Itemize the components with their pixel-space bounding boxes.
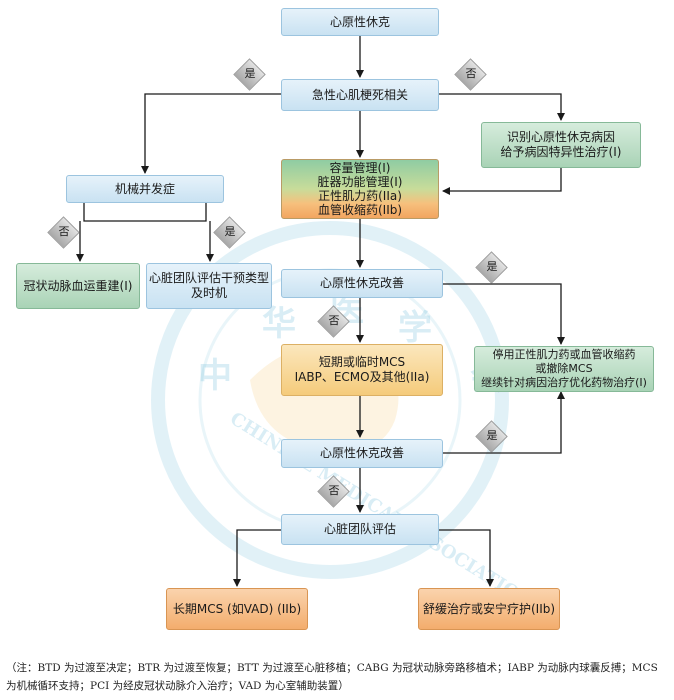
watermark-char: 中 — [198, 356, 232, 396]
node-line: 给予病因特异性治疗(I) — [500, 145, 622, 159]
node-shock-improved-2: 心原性休克改善 — [281, 439, 443, 468]
connector-arrow — [233, 529, 281, 587]
decision-label: 否 — [328, 484, 340, 497]
connector-arrow — [439, 93, 565, 121]
node-identify-cause: 识别心原性休克病因 给予病因特异性治疗(I) — [481, 122, 641, 168]
node-line: 识别心原性休克病因 — [506, 130, 615, 144]
decision-label: 是 — [486, 260, 498, 273]
decision-label: 是 — [224, 225, 236, 238]
node-line: 及时机 — [190, 286, 227, 300]
node-line: 或撤除MCS — [535, 362, 593, 375]
connector-arrow — [443, 391, 565, 454]
node-line: 容量管理(I) — [329, 161, 391, 175]
node-heart-team-intervention: 心脏团队评估干预类型 及时机 — [146, 263, 272, 309]
node-cardiogenic-shock: 心原性休克 — [281, 8, 439, 36]
node-mechanical-complication: 机械并发症 — [66, 175, 224, 203]
decision-label: 否 — [465, 67, 477, 80]
decision-label: 否 — [328, 314, 340, 327]
node-line: 正性肌力药(IIa) — [318, 189, 402, 203]
decision-label: 是 — [244, 67, 256, 80]
node-stop-inotropes: 停用正性肌力药或血管收缩药 或撤除MCS 继续针对病因治疗优化药物治疗(I) — [474, 346, 654, 392]
node-palliative-care: 舒缓治疗或安宁疗护(IIb) — [418, 588, 560, 630]
node-ami-related: 急性心肌梗死相关 — [281, 79, 439, 111]
connector-arrow — [443, 283, 565, 345]
watermark-char: 华 — [262, 304, 296, 344]
node-line: 脏器功能管理(I) — [317, 175, 403, 189]
node-initial-management: 容量管理(I) 脏器功能管理(I) 正性肌力药(IIa) 血管收缩药(IIb) — [281, 159, 439, 219]
watermark-char: 学 — [398, 308, 432, 348]
node-line: 停用正性肌力药或血管收缩药 — [492, 348, 636, 361]
node-line: 短期或临时MCS — [318, 355, 406, 369]
node-coronary-revascularization: 冠状动脉血运重建(I) — [16, 263, 140, 309]
decision-label: 是 — [486, 429, 498, 442]
node-line: 心脏团队评估干预类型 — [148, 271, 269, 285]
connector-arrow — [439, 529, 494, 587]
node-shock-improved-1: 心原性休克改善 — [281, 269, 443, 298]
node-line: IABP、ECMO及其他(IIa) — [294, 370, 430, 384]
node-line: 血管收缩药(IIb) — [317, 203, 403, 217]
node-line: 继续针对病因治疗优化药物治疗(I) — [481, 376, 647, 389]
node-long-term-mcs: 长期MCS (如VAD) (IIb) — [166, 588, 308, 630]
footnote: （注：BTD 为过渡至决定；BTR 为过渡至恢复；BTT 为过渡至心脏移植；CA… — [6, 662, 658, 692]
connector-line — [83, 203, 207, 222]
connector-arrow — [442, 168, 562, 195]
node-heart-team-evaluation: 心脏团队评估 — [281, 514, 439, 545]
connector-arrow — [141, 93, 281, 174]
decision-label: 否 — [58, 225, 70, 238]
node-short-term-mcs: 短期或临时MCS IABP、ECMO及其他(IIa) — [281, 344, 443, 396]
